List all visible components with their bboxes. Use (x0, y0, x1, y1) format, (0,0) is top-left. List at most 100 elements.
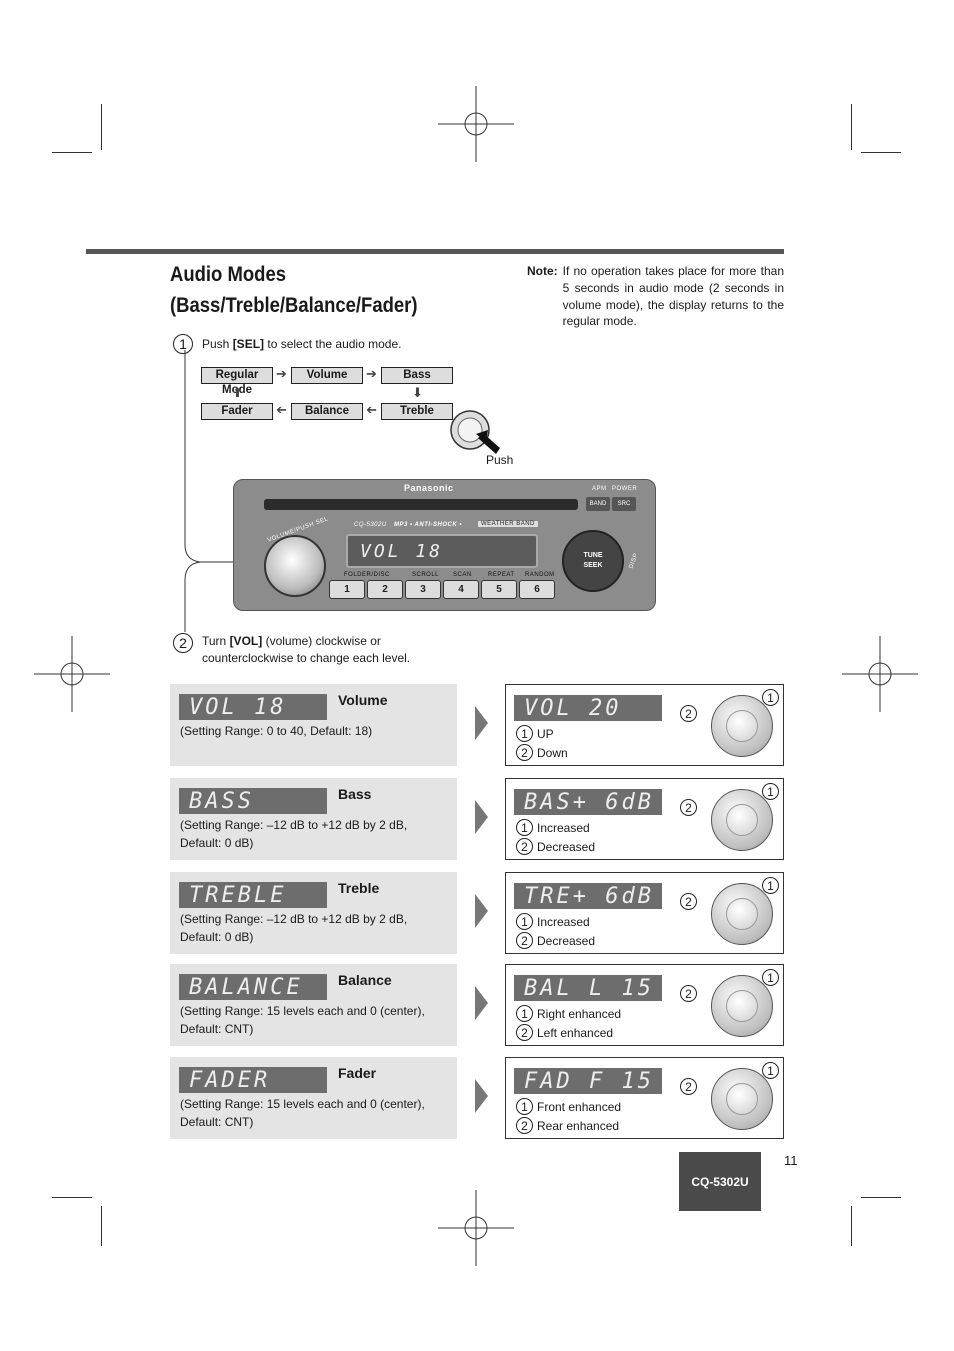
registration-mark-icon (438, 86, 514, 162)
band-button[interactable]: BAND (586, 497, 610, 511)
note-text: If no operation takes place for more tha… (562, 264, 784, 329)
label-1-text: Increased (537, 914, 590, 929)
mode-title: Volume (338, 692, 388, 708)
label-2-text: Rear enhanced (537, 1118, 620, 1133)
result-label-2: 2 Down (516, 744, 568, 761)
crop-mark (851, 104, 852, 150)
push-label: Push (486, 453, 514, 467)
volume-knob[interactable] (264, 535, 326, 597)
title-line-2: (Bass/Treble/Balance/Fader) (170, 294, 418, 317)
label-1-text: UP (537, 726, 554, 741)
result-lcd: VOL 20 (514, 695, 662, 721)
circle-1: 1 (516, 1098, 533, 1115)
step-1-post: to select the audio mode. (264, 336, 402, 351)
result-lcd: TRE+ 6dB (514, 883, 662, 909)
circle-1: 1 (516, 725, 533, 742)
mode-title: Bass (338, 786, 372, 802)
src-button[interactable]: SRC (612, 497, 636, 511)
result-label-1: 1 Increased (516, 913, 590, 930)
rotary-knob-icon (711, 1068, 773, 1130)
header-rule (86, 249, 784, 254)
mode-title: Fader (338, 1065, 377, 1081)
seek-label: SEEK (583, 562, 603, 569)
scroll-label: SCROLL (412, 572, 440, 578)
mode-card: VOL 18 Volume (Setting Range: 0 to 40, D… (170, 684, 457, 766)
arrow-right-icon (475, 800, 488, 834)
circle-2: 2 (516, 1117, 533, 1134)
tune-seek-knob[interactable]: TUNE SEEK (562, 530, 624, 592)
rotary-knob-icon (711, 975, 773, 1037)
model-tag: CQ-5302U (679, 1152, 761, 1211)
arrow-up-icon: ⬆ (232, 385, 243, 400)
circle-2: 2 (516, 932, 533, 949)
arrow-left-icon: ➔ (366, 402, 377, 417)
arrow-right-icon: ➔ (366, 366, 377, 381)
step-1-pre: Push (202, 336, 233, 351)
crop-mark (861, 152, 901, 153)
setting-range: (Setting Range: –12 dB to +12 dB by 2 dB… (180, 912, 408, 944)
crop-mark (52, 152, 92, 153)
registration-mark-icon (438, 1190, 514, 1266)
arrow-right-icon (475, 1079, 488, 1113)
label-2-text: Down (537, 745, 568, 760)
setting-range: (Setting Range: –12 dB to +12 dB by 2 dB… (180, 818, 408, 850)
setting-range: (Setting Range: 0 to 40, Default: 18) (180, 724, 373, 738)
step-number-2: 2 (173, 633, 193, 653)
mode-lcd: VOL 18 (179, 694, 327, 720)
mode-title: Balance (338, 972, 392, 988)
preset-button-5[interactable]: 5 (481, 580, 517, 599)
mode-treble: Treble (381, 403, 453, 420)
title-line-1: Audio Modes (170, 263, 287, 286)
preset-button-6[interactable]: 6 (519, 580, 555, 599)
counterclockwise-marker: 2 (680, 985, 697, 1002)
radio-weather: WEATHER BAND (478, 521, 538, 527)
clockwise-marker: 1 (762, 877, 779, 894)
result-label-1: 1 Front enhanced (516, 1098, 621, 1115)
repeat-label: REPEAT (488, 572, 515, 578)
label-1-text: Front enhanced (537, 1099, 622, 1114)
rotary-knob-icon (711, 695, 773, 757)
registration-mark-icon (34, 636, 110, 712)
step-2-text: Turn [VOL] (volume) clockwise or counter… (202, 633, 433, 666)
tune-label: TUNE (583, 552, 603, 559)
counterclockwise-marker: 2 (680, 893, 697, 910)
mode-lcd: FADER (179, 1067, 327, 1093)
preset-button-2[interactable]: 2 (367, 580, 403, 599)
mode-title: Treble (338, 880, 380, 896)
circle-2: 2 (516, 838, 533, 855)
preset-button-1[interactable]: 1 (329, 580, 365, 599)
mode-lcd: TREBLE (179, 882, 327, 908)
registration-mark-icon (842, 636, 918, 712)
crop-mark (851, 1206, 852, 1246)
mode-card: BASS Bass (Setting Range: –12 dB to +12 … (170, 778, 457, 860)
step-2-pre: Turn (202, 634, 230, 648)
clockwise-marker: 1 (762, 1062, 779, 1079)
preset-button-3[interactable]: 3 (405, 580, 441, 599)
note: Note: If no operation takes place for mo… (527, 263, 784, 330)
rotary-knob-icon (711, 883, 773, 945)
rotary-knob-icon (711, 789, 773, 851)
scan-label: SCAN (453, 572, 472, 578)
label-2-text: Left enhanced (537, 1025, 614, 1040)
car-radio: Panasonic CQ-5302U MP3 • ANTI-SHOCK • WE… (233, 479, 656, 611)
arrow-right-icon: ➔ (276, 366, 287, 381)
step-2: 2 Turn [VOL] (volume) clockwise or count… (173, 633, 433, 666)
arrow-down-icon: ⬇ (412, 385, 423, 400)
preset-button-4[interactable]: 4 (443, 580, 479, 599)
result-label-2: 2 Rear enhanced (516, 1117, 619, 1134)
radio-display: VOL 18 (346, 534, 538, 568)
arrow-right-icon (475, 894, 488, 928)
circle-1: 1 (516, 913, 533, 930)
mode-lcd: BALANCE (179, 974, 327, 1000)
circle-2: 2 (516, 744, 533, 761)
push-knob-icon (450, 410, 500, 454)
crop-mark (101, 104, 102, 150)
